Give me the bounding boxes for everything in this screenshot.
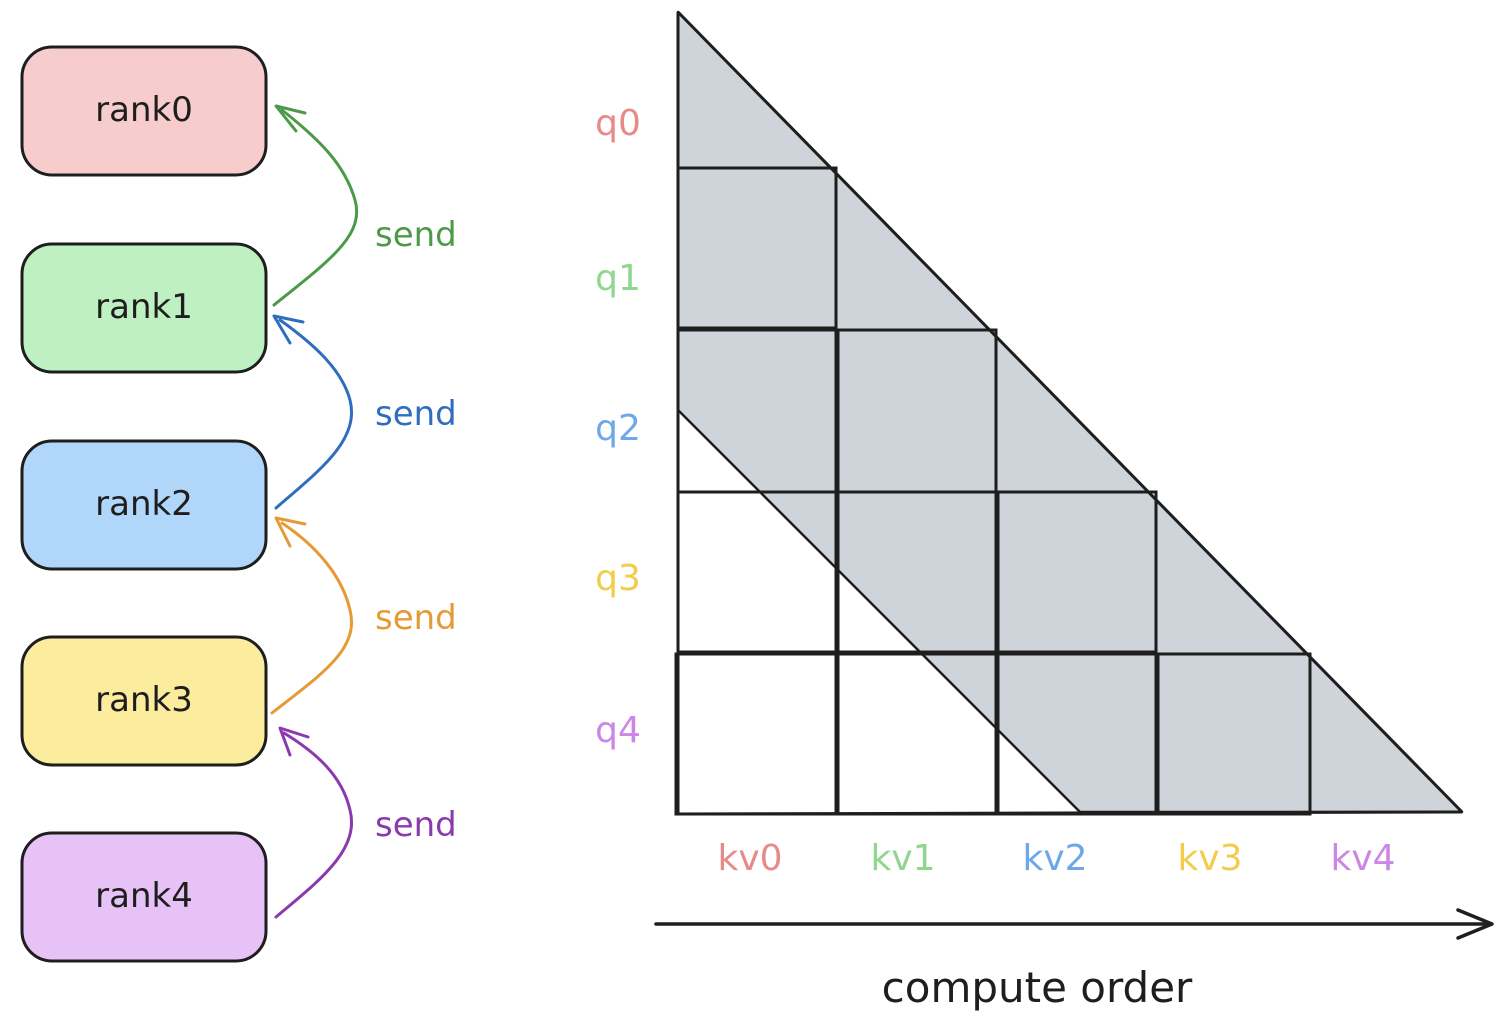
q0-label: q0 [595,103,641,144]
kv-labels: kv0 kv1 kv2 kv3 kv4 [717,838,1395,879]
q3-label: q3 [595,558,641,599]
rank0-box: rank0 [20,45,268,177]
rank0-box-shape [20,45,268,177]
send-arrow-1-to-0-curve [272,108,359,307]
q4-label: q4 [595,710,641,751]
triangle-hypotenuse [676,10,1464,814]
kv0-label: kv0 [717,838,782,879]
cell-q3-kv1 [836,490,998,654]
send-arrow-3-to-2-curve [270,521,353,715]
compute-order-arrow: compute order [654,908,1494,1012]
send-arrow-1-to-0-head [274,104,307,133]
rank1-label: rank1 [95,287,193,327]
kv4-label: kv4 [1330,838,1395,879]
q2-label: q2 [595,408,641,449]
rank3-label: rank3 [95,680,193,720]
send-label-3: send [375,598,457,638]
send-arrow-4-to-3-head [278,726,310,757]
send-arrow-2-to-1: send [272,314,457,510]
q1-label: q1 [595,258,641,299]
q-labels: q0 q1 q2 q3 q4 [595,103,641,751]
send-arrows: send send send send [270,104,457,919]
rank3-box-shape [20,635,268,767]
rank2-box: rank2 [20,439,268,571]
kv1-label: kv1 [870,838,935,879]
compute-order-arrowhead-icon [1456,908,1494,940]
send-arrow-3-to-2: send [270,516,457,715]
kv2-label: kv2 [1022,838,1087,879]
send-label-2: send [375,394,457,434]
send-arrow-4-to-3-curve [274,731,353,919]
send-label-4: send [375,805,457,845]
rank4-label: rank4 [95,876,193,916]
rank3-box: rank3 [20,635,268,767]
send-arrow-2-to-1-head [272,314,305,345]
triangle-bottom-edge [675,810,1463,816]
rank2-label: rank2 [95,484,193,524]
kv3-label: kv3 [1177,838,1242,879]
rank4-box-shape [20,831,268,963]
send-arrow-4-to-3: send [274,726,457,919]
rank0-label: rank0 [95,90,193,130]
rank2-box-shape [20,439,268,571]
rank4-box: rank4 [20,831,268,963]
compute-order-label: compute order [882,963,1193,1012]
send-arrow-3-to-2-head [274,516,307,548]
cell-q3-kv2 [996,490,1158,654]
attention-grid [674,10,1464,816]
rank1-box: rank1 [20,242,268,374]
send-arrow-1-to-0: send [272,104,457,307]
rank-boxes: rank0 rank1 rank2 rank3 rank4 [20,45,268,963]
cell-q4-kv0 [674,652,838,816]
send-label-1: send [375,215,457,255]
rank1-box-shape [20,242,268,374]
send-arrow-2-to-1-curve [274,318,353,510]
